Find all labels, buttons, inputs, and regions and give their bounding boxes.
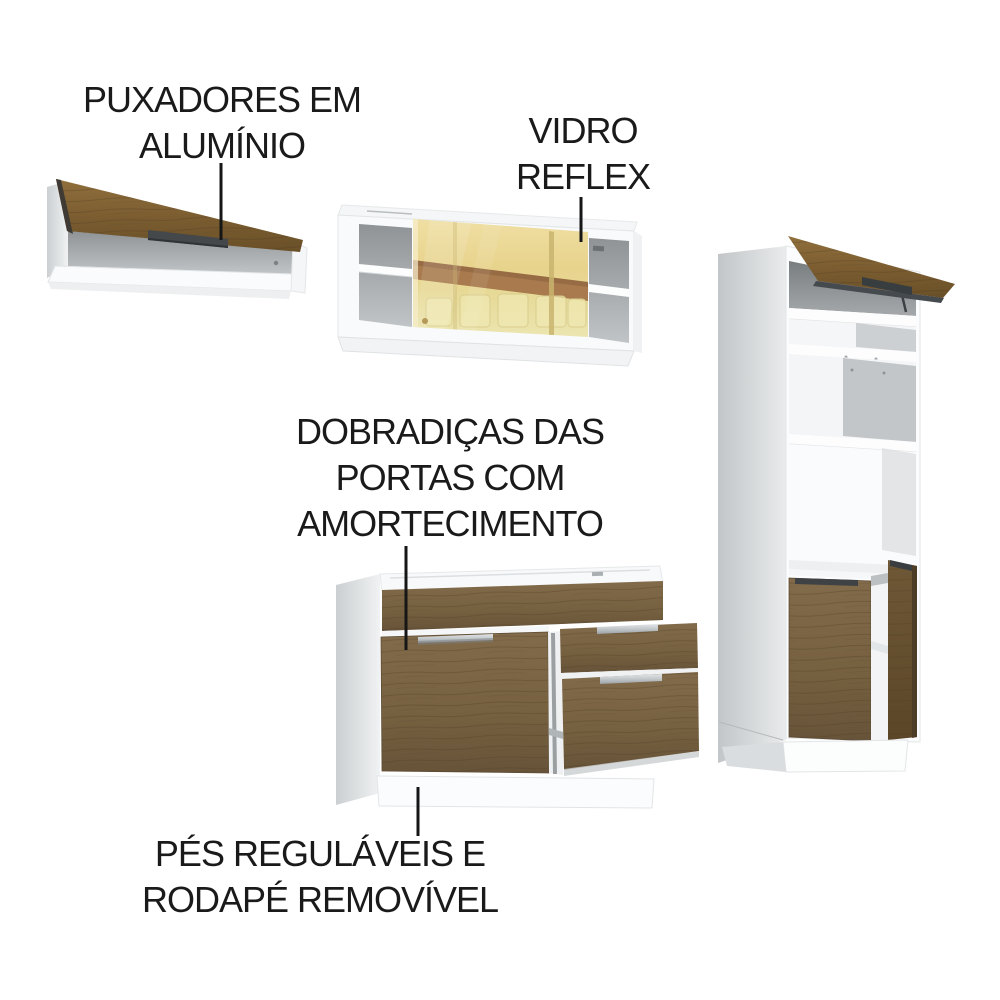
base-cabinet: [336, 565, 699, 809]
annotation-feet-line2: RODAPÉ REMOVÍVEL: [141, 879, 499, 920]
tall-cabinet-niche-b-back: [843, 358, 916, 442]
tall-cabinet-side-seam: [718, 721, 784, 741]
tall-cabinet-side-panel: [718, 246, 786, 763]
callout-lines: [219, 163, 583, 836]
annotation-glass: VIDRO REFLEX: [473, 108, 693, 200]
glass-cabinet-right-shelf: [589, 284, 629, 297]
tall-cabinet-open-door-handle: [890, 560, 912, 571]
corner-bracket: [591, 571, 604, 577]
tall-cabinet-niche-c-floor: [789, 560, 916, 575]
base-cabinet-back-rail: [389, 569, 651, 579]
wood-grain-overlay: [382, 581, 663, 631]
base-cabinet-slot-shadow: [551, 633, 557, 774]
drawer-slide-rail: [549, 728, 563, 739]
wall-cabinet-interior: [68, 231, 292, 274]
tall-cabinet-door-gap-interior: [871, 573, 888, 741]
base-cabinet-side-panel: [336, 574, 380, 805]
annotation-hinges-line2: PORTAS COM: [335, 457, 566, 498]
glass-knob: [422, 318, 428, 324]
annotation-hinges-line3: AMORTECIMENTO: [297, 503, 604, 544]
glass-highlight-2: [459, 223, 502, 337]
aluminum-handle-drawer-1: [597, 624, 658, 634]
annotation-hinges: DOBRADIÇAS DAS PORTAS COM AMORTECIMENTO: [269, 409, 631, 547]
tall-cabinet-plinth: [782, 739, 909, 773]
drawer-under-shadow: [564, 751, 699, 776]
tall-cabinet-shelf-2: [789, 344, 916, 362]
shelf-edge-line: [358, 271, 413, 278]
glass-cabinet-right-side: [634, 231, 642, 353]
glass-jar-reflections: [425, 293, 587, 328]
wall-cabinet-hinge-dot: [273, 260, 279, 266]
annotation-feet-line1: PÉS REGULÁVEIS E: [154, 833, 486, 874]
base-cabinet-plinth: [376, 775, 655, 809]
tall-cabinet-door-gap-shadow: [871, 573, 888, 586]
glass-cabinet-left-niche: [359, 224, 412, 327]
glass-reflection-details: [413, 219, 588, 337]
wood-grain-overlay: [788, 236, 955, 298]
wall-cabinet-right-side: [290, 240, 308, 294]
annotation-handles: PUXADORES EM ALUMÍNIO: [42, 77, 402, 169]
annotation-glass-line1: VIDRO: [528, 110, 638, 151]
aluminum-handle-shadow: [148, 238, 228, 248]
glass-edge-light: [413, 219, 418, 328]
aluminum-handle-drawer-2: [600, 674, 662, 684]
glass-cabinet-hinge: [592, 245, 605, 252]
glass-cabinet-bottom-band: [337, 336, 635, 367]
glass-cabinet: [337, 204, 642, 367]
annotation-glass-line2: REFLEX: [515, 156, 651, 197]
annotation-hinges-line1: DOBRADIÇAS DAS: [295, 411, 605, 452]
glass-panel-seam-left: [453, 222, 457, 337]
tall-cabinet-niche-c-back: [882, 448, 916, 556]
wood-grain-overlay: [562, 672, 699, 770]
glass-panel-seam: [549, 231, 554, 337]
aluminum-handle: [148, 230, 228, 248]
tall-cabinet-shelf-3: [789, 434, 916, 452]
wood-grain-overlay: [560, 623, 698, 673]
annotation-handles-line1: PUXADORES EM: [82, 79, 362, 120]
tall-cabinet-niche-a-back: [856, 323, 916, 352]
tall-cabinet-shelf-1: [789, 308, 916, 327]
tall-cabinet-flap-handle: [862, 277, 912, 295]
tall-cabinet: [718, 236, 955, 773]
wall-cabinet: [47, 179, 308, 299]
wall-cabinet-door-edge: [56, 179, 73, 234]
wood-grain-overlay: [888, 560, 917, 740]
sliding-track: [366, 210, 413, 215]
tall-cabinet-flap-door-edge: [813, 281, 944, 303]
tall-cabinet-open-door-edge: [912, 565, 917, 738]
wood-grain-overlay: [789, 578, 871, 741]
screw-dot: [850, 368, 854, 372]
glass-highlight: [413, 219, 472, 337]
screw-dot: [882, 371, 886, 375]
tall-cabinet-plinth-side: [722, 742, 786, 772]
aluminum-handle-door-shadow: [418, 638, 493, 645]
glass-reflection-band-shadow: [413, 260, 588, 287]
glass-cabinet-left-shelf: [359, 264, 412, 277]
wall-cabinet-bottom-lip: [48, 282, 291, 299]
annotation-handles-line2: ALUMÍNIO: [138, 125, 306, 166]
wood-grain-overlay: [56, 179, 303, 252]
tall-cabinet-gap-shelf: [871, 641, 888, 654]
tall-cabinet-left-door-handle: [795, 578, 858, 586]
wood-grain-overlay: [381, 632, 549, 773]
annotation-feet: PÉS REGULÁVEIS E RODAPÉ REMOVÍVEL: [128, 831, 512, 923]
